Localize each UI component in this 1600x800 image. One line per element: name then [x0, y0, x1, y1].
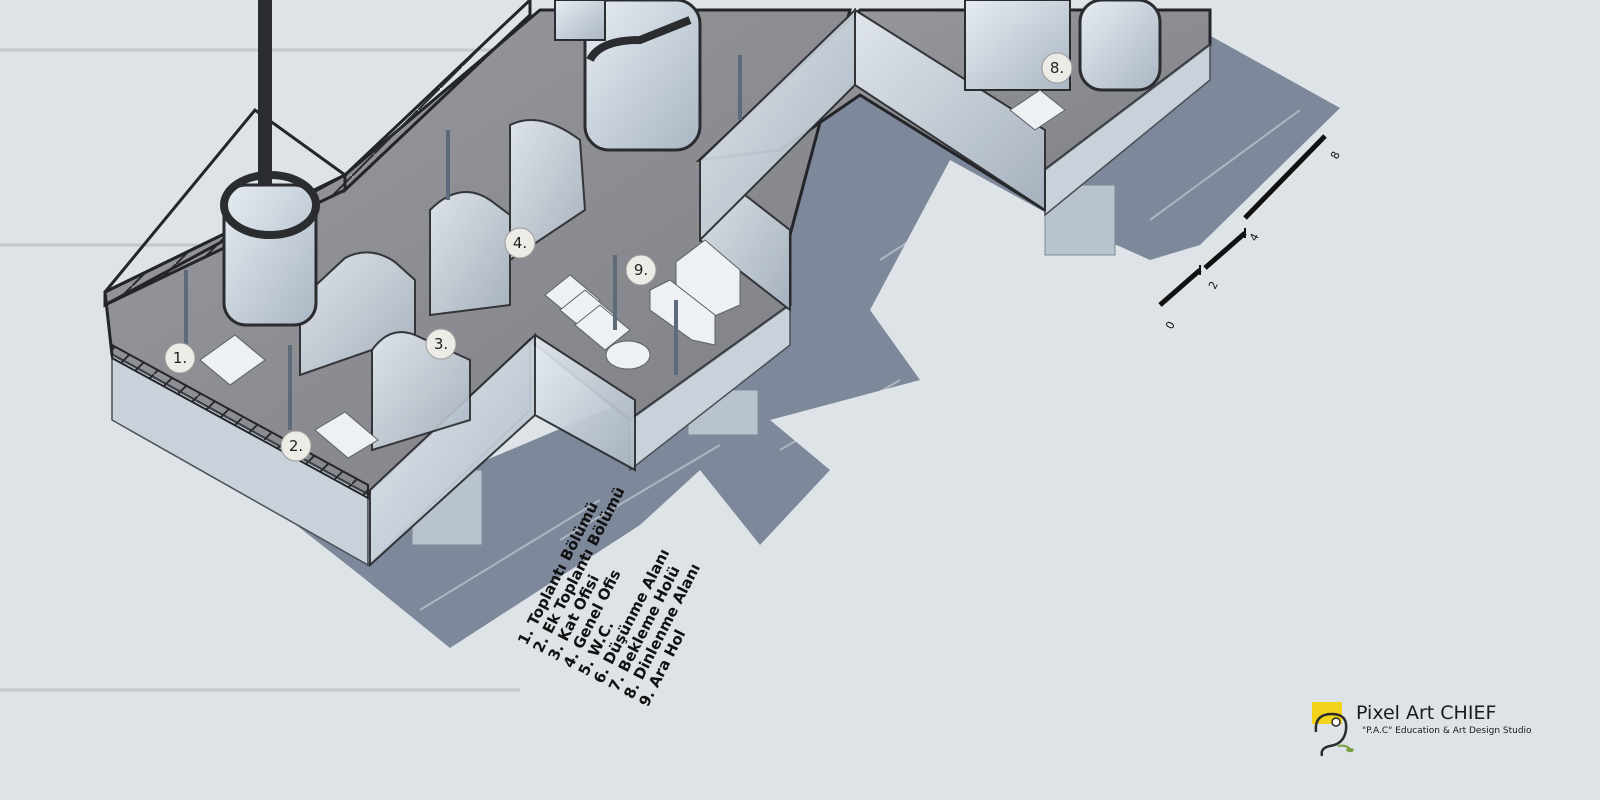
core-towers-upper — [554, 0, 1162, 152]
room-marker-label: 4. — [513, 234, 527, 252]
room-marker-badge — [625, 254, 657, 286]
scale-tick-0: 0 — [1163, 319, 1178, 331]
room-markers: 1. 2. 3. 4. 8. 9. — [164, 52, 1073, 462]
core-tower-left — [220, 0, 320, 327]
room-marker-badge — [164, 342, 196, 374]
scale-tick-4: 4 — [1247, 231, 1262, 243]
posts — [184, 55, 742, 430]
logo-subtitle: "P.A.C" Education & Art Design Studio — [1362, 726, 1532, 736]
shadow-hatch — [419, 109, 1301, 611]
scale-tick-2: 2 — [1206, 279, 1221, 291]
studio-logo: Pixel Art CHIEF "P.A.C" Education & Art … — [1308, 702, 1558, 762]
stairs — [544, 274, 651, 370]
furniture — [199, 89, 1066, 459]
chameleon-logo-icon — [1312, 702, 1354, 757]
room-marker-badge — [425, 328, 457, 360]
room-marker-badge — [504, 227, 536, 259]
room-marker-label: 8. — [1050, 59, 1064, 77]
logo-title: Pixel Art CHIEF — [1356, 702, 1497, 724]
glass-walls — [369, 7, 1046, 568]
room-marker-label: 1. — [173, 349, 187, 367]
room-marker-badge — [280, 430, 312, 462]
interior-partitions — [299, 119, 587, 452]
room-marker-badge — [1041, 52, 1073, 84]
room-marker-label: 2. — [289, 437, 303, 455]
room-marker-label: 9. — [634, 261, 648, 279]
scale-tick-8: 8 — [1328, 149, 1343, 161]
scale-bar: 0 2 4 8 — [1158, 134, 1343, 331]
room-marker-label: 3. — [434, 335, 448, 353]
background-guides — [0, 48, 560, 692]
